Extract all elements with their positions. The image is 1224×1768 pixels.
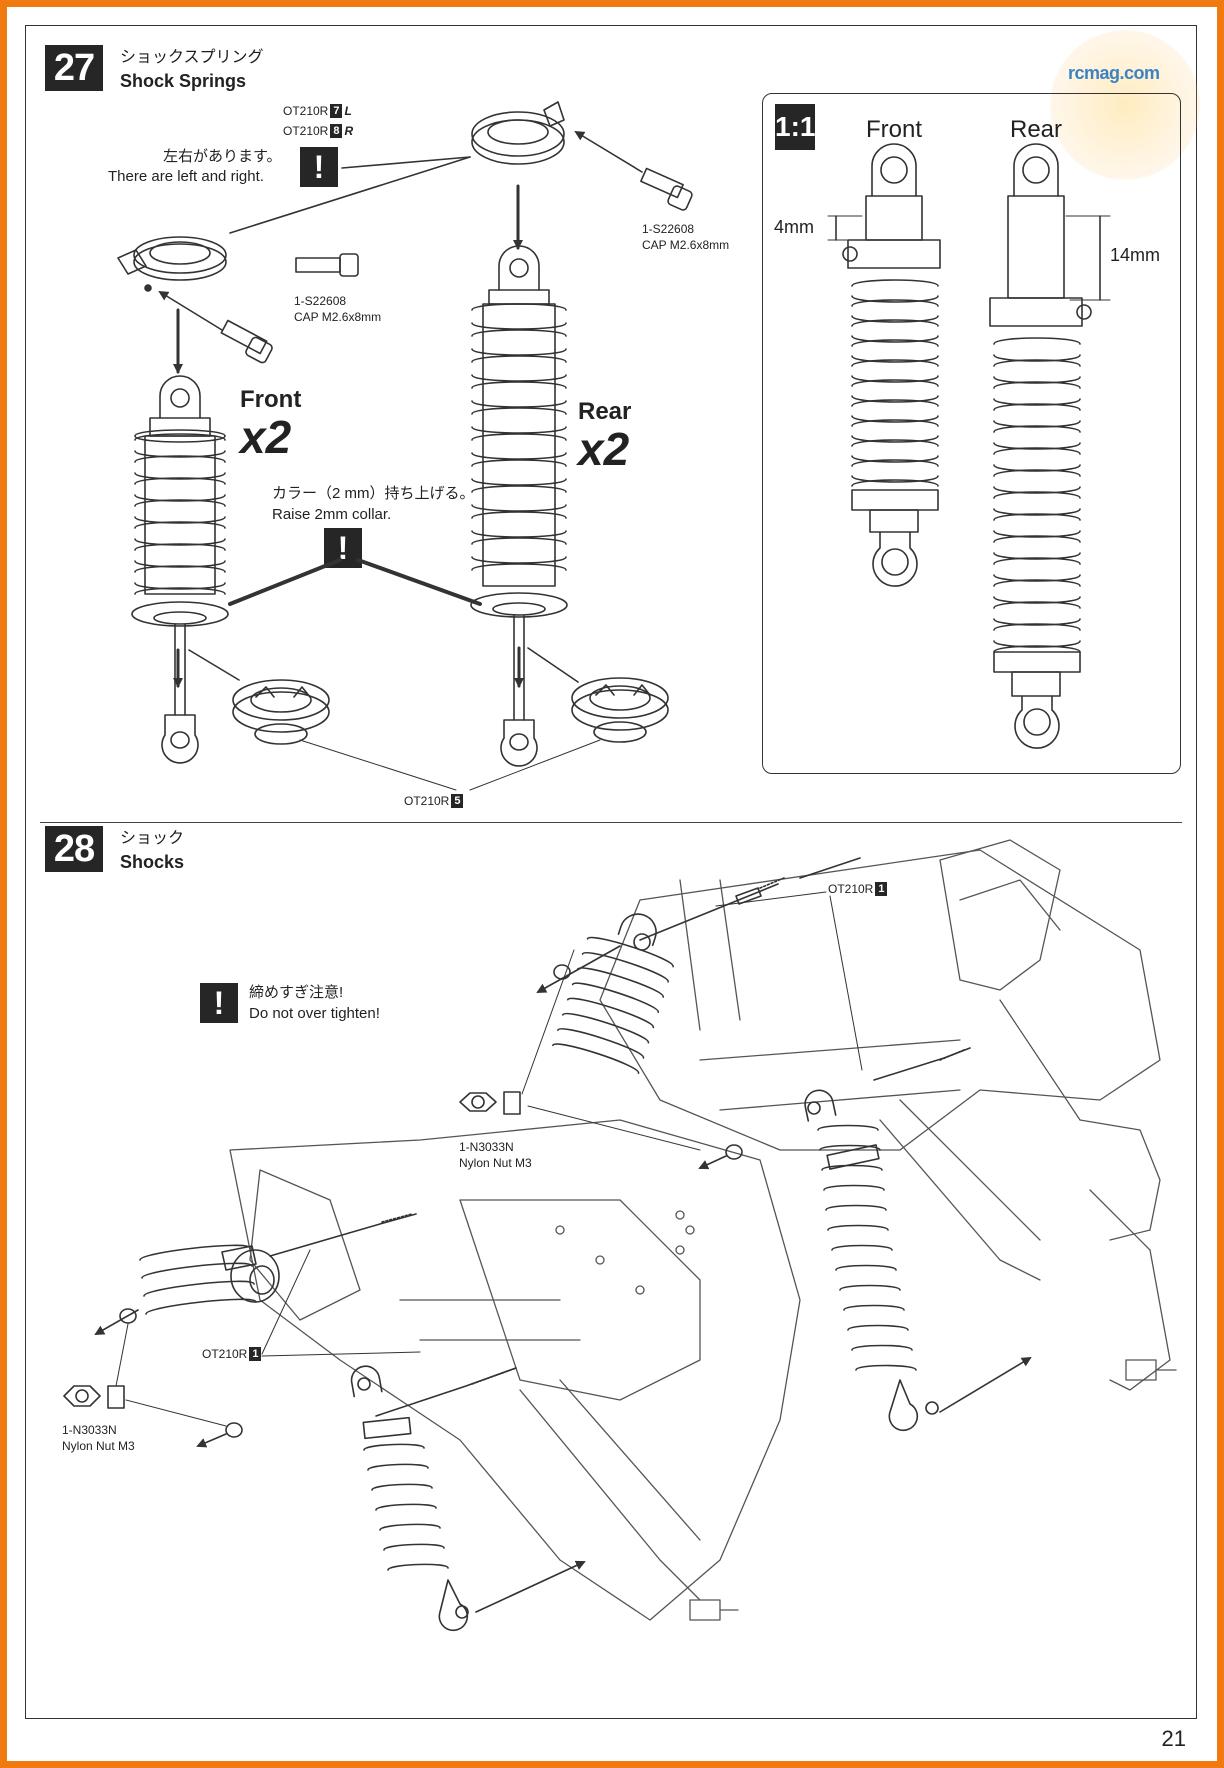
page-border bbox=[25, 25, 1197, 1719]
step-28-title-en: Shocks bbox=[120, 852, 185, 872]
warning-icon: ! bbox=[324, 528, 362, 568]
rear-mid-nut bbox=[725, 1144, 743, 1160]
warning-icon: ! bbox=[200, 983, 238, 1023]
callout-line bbox=[356, 558, 482, 606]
front-left-screw-thread bbox=[381, 1213, 413, 1223]
nut-code-left: 1-N3033N bbox=[62, 1423, 117, 1437]
note-collar-en: Raise 2mm collar. bbox=[272, 506, 392, 523]
rear-top-screw-thread bbox=[759, 877, 785, 889]
arrow-guide bbox=[188, 649, 240, 681]
callout-line bbox=[715, 891, 827, 907]
screw-code-left: 1-S22608 bbox=[294, 294, 347, 308]
nut-legend-left bbox=[63, 1385, 125, 1409]
section-divider bbox=[40, 822, 1182, 823]
note-collar-jp: カラー（2 mm）持ち上げる。 bbox=[272, 485, 475, 502]
dimension-front: 4mm bbox=[774, 217, 814, 237]
front-spring-seat bbox=[232, 679, 330, 745]
rear-spring-seat bbox=[571, 677, 669, 743]
note-left-right-jp: 左右があります。 bbox=[163, 148, 282, 165]
front-label: Front bbox=[240, 386, 302, 413]
callout-line bbox=[115, 1323, 129, 1387]
step-27-number: 27 bbox=[45, 45, 103, 91]
warning-over-tighten-jp: 締めすぎ注意! bbox=[249, 984, 344, 1001]
scale-badge: 1:1 bbox=[775, 104, 815, 150]
warning-over-tighten-en: Do not over tighten! bbox=[249, 1005, 380, 1022]
callout-line bbox=[829, 895, 863, 1071]
page-number: 21 bbox=[1161, 1726, 1186, 1751]
arrow bbox=[196, 1433, 227, 1448]
front-lower-nut bbox=[225, 1422, 243, 1438]
nut-name-left: Nylon Nut M3 bbox=[62, 1439, 135, 1453]
step-27-title-en: Shock Springs bbox=[120, 71, 247, 91]
callout-line bbox=[527, 1105, 701, 1151]
watermark-seal bbox=[1050, 30, 1200, 180]
dimension-rear: 14mm bbox=[1110, 245, 1161, 265]
warning-icon: ! bbox=[300, 147, 338, 187]
front-left-nut bbox=[119, 1308, 137, 1324]
callout-line bbox=[299, 739, 457, 791]
watermark-text: rcmag.com bbox=[1068, 63, 1160, 83]
rear-label: Rear bbox=[578, 398, 632, 425]
callout-line bbox=[341, 156, 471, 169]
screw-name-left: CAP M2.6x8mm bbox=[294, 310, 382, 324]
arrow bbox=[536, 945, 621, 993]
nut-name-right: Nylon Nut M3 bbox=[459, 1156, 532, 1170]
arrow bbox=[939, 1356, 1032, 1413]
callout-line bbox=[229, 156, 471, 234]
callout-line bbox=[125, 1399, 227, 1427]
front-lower-screw-thread bbox=[471, 1367, 517, 1385]
note-left-right-en: There are left and right. bbox=[108, 168, 264, 185]
front-shock-lower-installed bbox=[350, 1365, 469, 1632]
arrow-guide bbox=[799, 857, 861, 879]
callout-line bbox=[469, 739, 601, 791]
rear-shock-assembly bbox=[470, 245, 568, 767]
step-27-title-jp: ショックスプリング bbox=[120, 49, 264, 66]
rear-shock-right-installed bbox=[804, 1089, 939, 1432]
arrow bbox=[698, 1155, 727, 1170]
arrow bbox=[94, 1309, 139, 1335]
front-left-screw bbox=[269, 1213, 417, 1257]
rear-quantity: x2 bbox=[578, 423, 630, 475]
left-spring-collar bbox=[117, 236, 227, 292]
chassis-front bbox=[229, 1119, 801, 1621]
arrow-guide bbox=[527, 647, 579, 683]
scale-rear-label: Rear bbox=[1010, 116, 1063, 143]
screw-code-right: 1-S22608 bbox=[642, 222, 695, 236]
step-28-number: 28 bbox=[45, 826, 103, 872]
right-shock-screw-thread bbox=[939, 1049, 965, 1061]
front-quantity: x2 bbox=[240, 411, 292, 463]
nut-code-right: 1-N3033N bbox=[459, 1140, 514, 1154]
rear-top-nut bbox=[553, 964, 571, 980]
cap-screw-left bbox=[220, 253, 359, 364]
screw-name-right: CAP M2.6x8mm bbox=[642, 238, 730, 252]
right-spring-collar bbox=[471, 101, 565, 165]
front-shock-left-installed bbox=[139, 1244, 280, 1315]
arrow-guide bbox=[639, 883, 779, 941]
arrow bbox=[574, 130, 643, 173]
scale-reference-box bbox=[762, 93, 1181, 774]
rear-top-screw bbox=[735, 887, 762, 905]
scale-rear-shock bbox=[989, 143, 1092, 749]
callout-line bbox=[228, 558, 342, 606]
scale-front-shock bbox=[842, 143, 941, 587]
chassis-rear bbox=[599, 839, 1177, 1391]
cap-screw-right bbox=[640, 167, 693, 211]
callout-line bbox=[521, 949, 575, 1095]
nut-legend-right bbox=[459, 1091, 521, 1115]
arrow bbox=[475, 1560, 586, 1613]
callout-line bbox=[261, 1351, 421, 1357]
callout-line bbox=[261, 1249, 311, 1355]
front-shock-assembly bbox=[131, 375, 229, 764]
scale-front-label: Front bbox=[866, 116, 923, 143]
step-28-title-jp: ショック bbox=[120, 830, 185, 847]
arrow bbox=[158, 290, 223, 331]
